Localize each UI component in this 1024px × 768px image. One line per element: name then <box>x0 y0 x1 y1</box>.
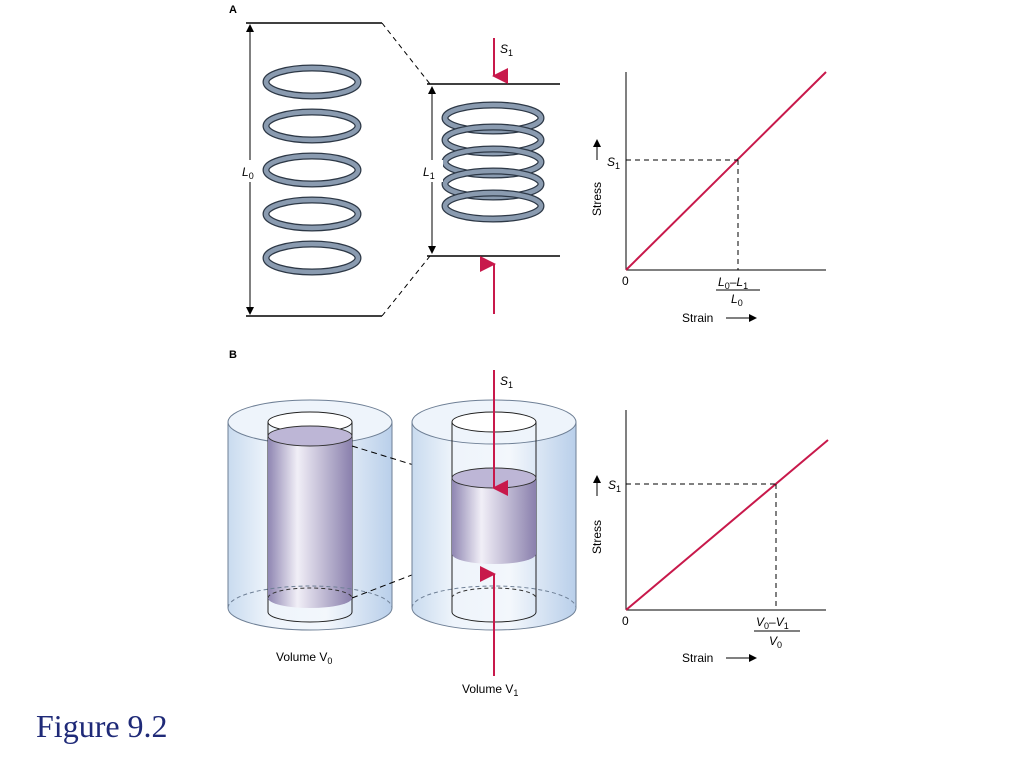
volume-V1-label: Volume V1 <box>462 682 518 698</box>
spring-compressed: L1 <box>421 83 560 257</box>
x-tick-denominator-b: V0 <box>769 634 782 650</box>
panel-a: A L0 L1 S1 <box>229 4 827 325</box>
spring-coil <box>263 109 361 143</box>
spring-coil <box>263 65 361 99</box>
stress-S1-label-b: S1 <box>500 374 513 390</box>
x-axis-label-b: Strain <box>682 651 713 665</box>
origin-b: 0 <box>622 614 629 628</box>
stress-line-b <box>625 439 829 611</box>
stress-line-a <box>625 71 827 271</box>
x-tick-numerator-a: L0–L1 <box>718 275 748 291</box>
cylinder-right: Volume V1 <box>411 399 577 698</box>
spring-coil <box>263 241 361 275</box>
volume-V0-label: Volume V0 <box>276 650 332 666</box>
cylinder-left: Volume V0 <box>227 399 393 666</box>
stress-strain-graph-a: S1 0 Stress L0–L1 L0 Strain <box>590 71 827 325</box>
panel-a-label: A <box>229 4 237 16</box>
y-tick-S1-b: S1 <box>608 478 621 494</box>
stress-S1-label-a: S1 <box>500 42 513 58</box>
x-tick-numerator-b: V0–V1 <box>756 615 789 631</box>
panel-b-label: B <box>229 349 237 361</box>
spring-coil <box>442 146 544 178</box>
stress-strain-graph-b: S1 0 Stress V0–V1 V0 Strain <box>590 410 829 665</box>
panel-b: B Volume V0 Volume V1 <box>227 349 829 698</box>
spring-uncompressed: L0 <box>240 22 382 317</box>
spring-coil <box>442 168 544 200</box>
spring-coil <box>442 190 544 222</box>
spring-coil <box>263 197 361 231</box>
length-L1-label: L1 <box>423 165 435 181</box>
figure-caption: Figure 9.2 <box>36 708 168 744</box>
y-axis-label-a: Stress <box>590 182 604 216</box>
x-axis-label-a: Strain <box>682 311 713 325</box>
y-axis-label-b: Stress <box>590 520 604 554</box>
spring-coil <box>442 102 544 134</box>
origin-a: 0 <box>622 274 629 288</box>
y-tick-S1-a: S1 <box>607 155 620 171</box>
spring-coil <box>263 153 361 187</box>
x-tick-denominator-a: L0 <box>731 292 743 308</box>
spring-coil <box>442 124 544 156</box>
length-L0-label: L0 <box>242 165 254 181</box>
